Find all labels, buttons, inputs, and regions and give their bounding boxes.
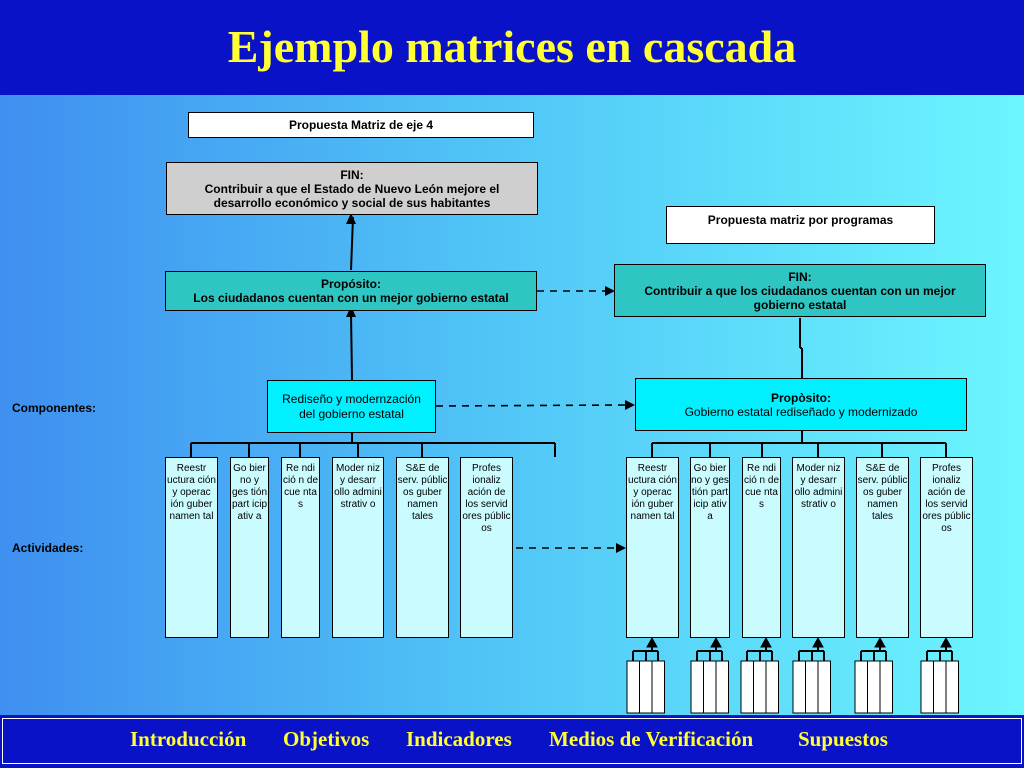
left-proposito-box: Propósito: Los ciudadanos cuentan con un… (165, 271, 537, 311)
up-arrow-icon (646, 636, 658, 648)
sub-activity-box (740, 660, 754, 714)
sub-activity-box (879, 660, 893, 714)
sub-activity-box (817, 660, 831, 714)
componentes-label: Componentes: (12, 401, 96, 415)
sub-activity-box (867, 660, 881, 714)
sub-activity-box (765, 660, 779, 714)
nav-supuestos[interactable]: Supuestos (798, 727, 888, 751)
right-activity-3: Re ndi ció n de cue nta s (742, 457, 781, 638)
right-proposito-box: Propòsito: Gobierno estatal rediseñado y… (635, 378, 967, 431)
sub-activity-box (854, 660, 868, 714)
right-activity-6: Profes ionaliz ación de los servid ores … (920, 457, 973, 638)
slide-title: Ejemplo matrices en cascada (227, 21, 797, 72)
sub-activity-box (626, 660, 640, 714)
left-activity-4: Moder niz y desarr ollo admini strativ o (332, 457, 384, 638)
left-heading: Propuesta Matriz de eje 4 (188, 112, 534, 138)
up-arrow-icon (760, 636, 772, 648)
footer-frame (2, 718, 1022, 764)
nav-indicadores[interactable]: Indicadores (406, 727, 512, 751)
title-bar: Ejemplo matrices en cascada (0, 0, 1024, 95)
up-arrow-icon (812, 636, 824, 648)
left-activity-6: Profes ionaliz ación de los servid ores … (460, 457, 513, 638)
sub-activity-box (792, 660, 806, 714)
right-fin-label: FIN: (788, 269, 812, 284)
right-activity-5: S&E de serv. públic os guber namen tales (856, 457, 909, 638)
left-activity-3: Re ndi ció n de cue nta s (281, 457, 320, 638)
sub-activity-box (639, 660, 653, 714)
right-activity-2: Go bier no y ges tión part icip ativ a (690, 457, 730, 638)
right-heading: Propuesta matriz por programas (666, 206, 935, 244)
up-arrow-icon (710, 636, 722, 648)
right-activity-1: Reestr uctura ción y operac ión guber na… (626, 457, 679, 638)
sub-activity-box (703, 660, 717, 714)
left-activity-5: S&E de serv. públic os guber namen tales (396, 457, 449, 638)
left-proposito-text: Los ciudadanos cuentan con un mejor gobi… (193, 291, 509, 305)
left-componente-text: Rediseño y modernzación del gobierno est… (282, 391, 421, 421)
left-componente-box: Rediseño y modernzación del gobierno est… (267, 380, 436, 433)
sub-activity-box (753, 660, 767, 714)
nav-objetivos[interactable]: Objetivos (283, 727, 370, 751)
sub-activity-box (933, 660, 947, 714)
sub-activity-box (945, 660, 959, 714)
left-proposito-label: Propósito: (321, 277, 381, 291)
sub-activity-box (805, 660, 819, 714)
left-activity-2: Go bier no y ges tión part icip ativ a (230, 457, 269, 638)
nav-medios-verificacion[interactable]: Medios de Verificación (549, 727, 754, 751)
nav-introduccion[interactable]: Introducción (130, 727, 247, 751)
right-fin-box: FIN: Contribuir a que los ciudadanos cue… (614, 264, 986, 317)
footer-nav-bar: Introducción Objetivos Indicadores Medio… (0, 715, 1024, 768)
left-fin-box: FIN: Contribuir a que el Estado de Nuevo… (166, 162, 538, 215)
left-activity-1: Reestr uctura ción y operac ión guber na… (165, 457, 218, 638)
left-fin-text: Contribuir a que el Estado de Nuevo León… (204, 181, 500, 210)
sub-activity-box (690, 660, 704, 714)
up-arrow-icon (874, 636, 886, 648)
right-fin-text: Contribuir a que los ciudadanos cuentan … (644, 283, 956, 312)
up-arrow-icon (940, 636, 952, 648)
right-proposito-label: Propòsito: (771, 390, 831, 405)
sub-activity-box (715, 660, 729, 714)
actividades-label: Actividades: (12, 541, 84, 555)
sub-activity-box (651, 660, 665, 714)
sub-activity-box (920, 660, 934, 714)
right-activity-4: Moder niz y desarr ollo admini strativ o (792, 457, 845, 638)
left-fin-label: FIN: (340, 167, 364, 182)
right-proposito-text: Gobierno estatal rediseñado y modernizad… (684, 404, 918, 419)
